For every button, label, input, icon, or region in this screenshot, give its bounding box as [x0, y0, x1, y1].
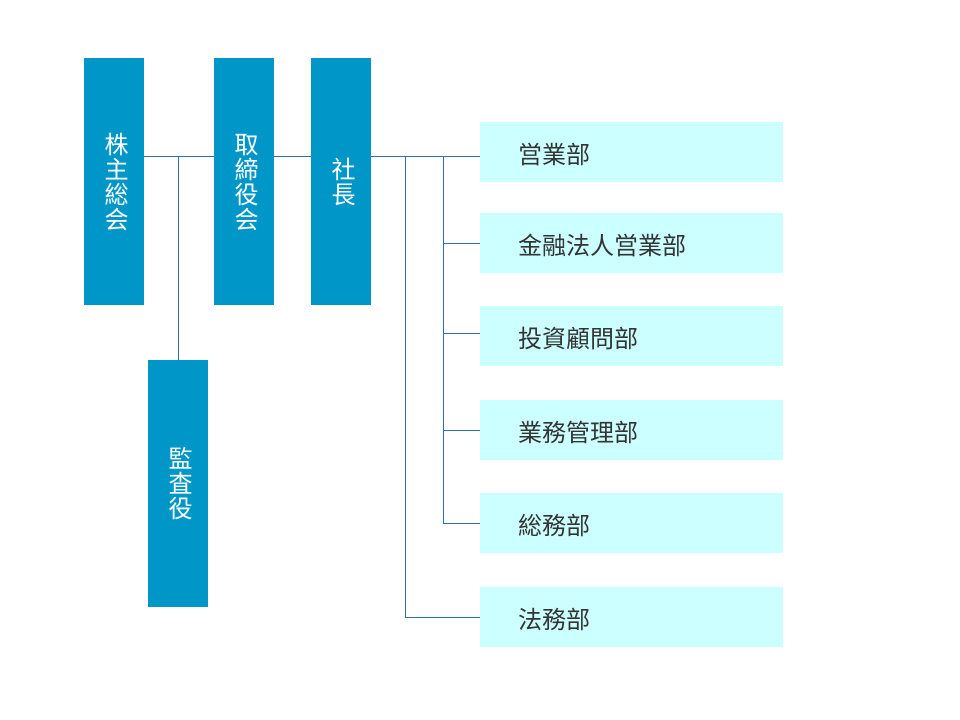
connector-auditor [178, 156, 179, 360]
department-label: 業務管理部 [518, 418, 638, 447]
connector-shareholders-board [144, 156, 214, 157]
president-box: 社長 [311, 58, 371, 305]
department-sales: 営業部 [480, 122, 783, 182]
shareholders-meeting-box: 株主総会 [84, 58, 144, 305]
connector-general-affairs [443, 523, 480, 524]
department-label: 金融法人営業部 [518, 231, 686, 260]
department-investment-advisory: 投資顧問部 [480, 306, 783, 366]
auditor-label: 監査役 [164, 446, 192, 521]
connector-financial-sales [443, 243, 480, 244]
department-label: 法務部 [518, 605, 590, 634]
department-legal: 法務部 [480, 587, 783, 647]
board-of-directors-box: 取締役会 [214, 58, 274, 305]
connector-investment-advisory [443, 333, 480, 334]
board-of-directors-label: 取締役会 [230, 131, 258, 232]
department-financial-corporate-sales: 金融法人営業部 [480, 213, 783, 273]
department-general-affairs: 総務部 [480, 493, 783, 553]
connector-operations [443, 430, 480, 431]
president-label: 社長 [327, 156, 355, 207]
connector-legal [405, 617, 480, 618]
department-label: 総務部 [518, 511, 590, 540]
connector-trunk-outer [405, 156, 406, 618]
connector-board-president [274, 156, 311, 157]
connector-trunk-inner [443, 156, 444, 524]
department-label: 営業部 [518, 140, 590, 169]
shareholders-meeting-label: 株主総会 [100, 131, 128, 232]
auditor-box: 監査役 [148, 360, 208, 607]
department-operations-management: 業務管理部 [480, 400, 783, 460]
department-label: 投資顧問部 [518, 324, 638, 353]
connector-president-sales [371, 156, 481, 157]
